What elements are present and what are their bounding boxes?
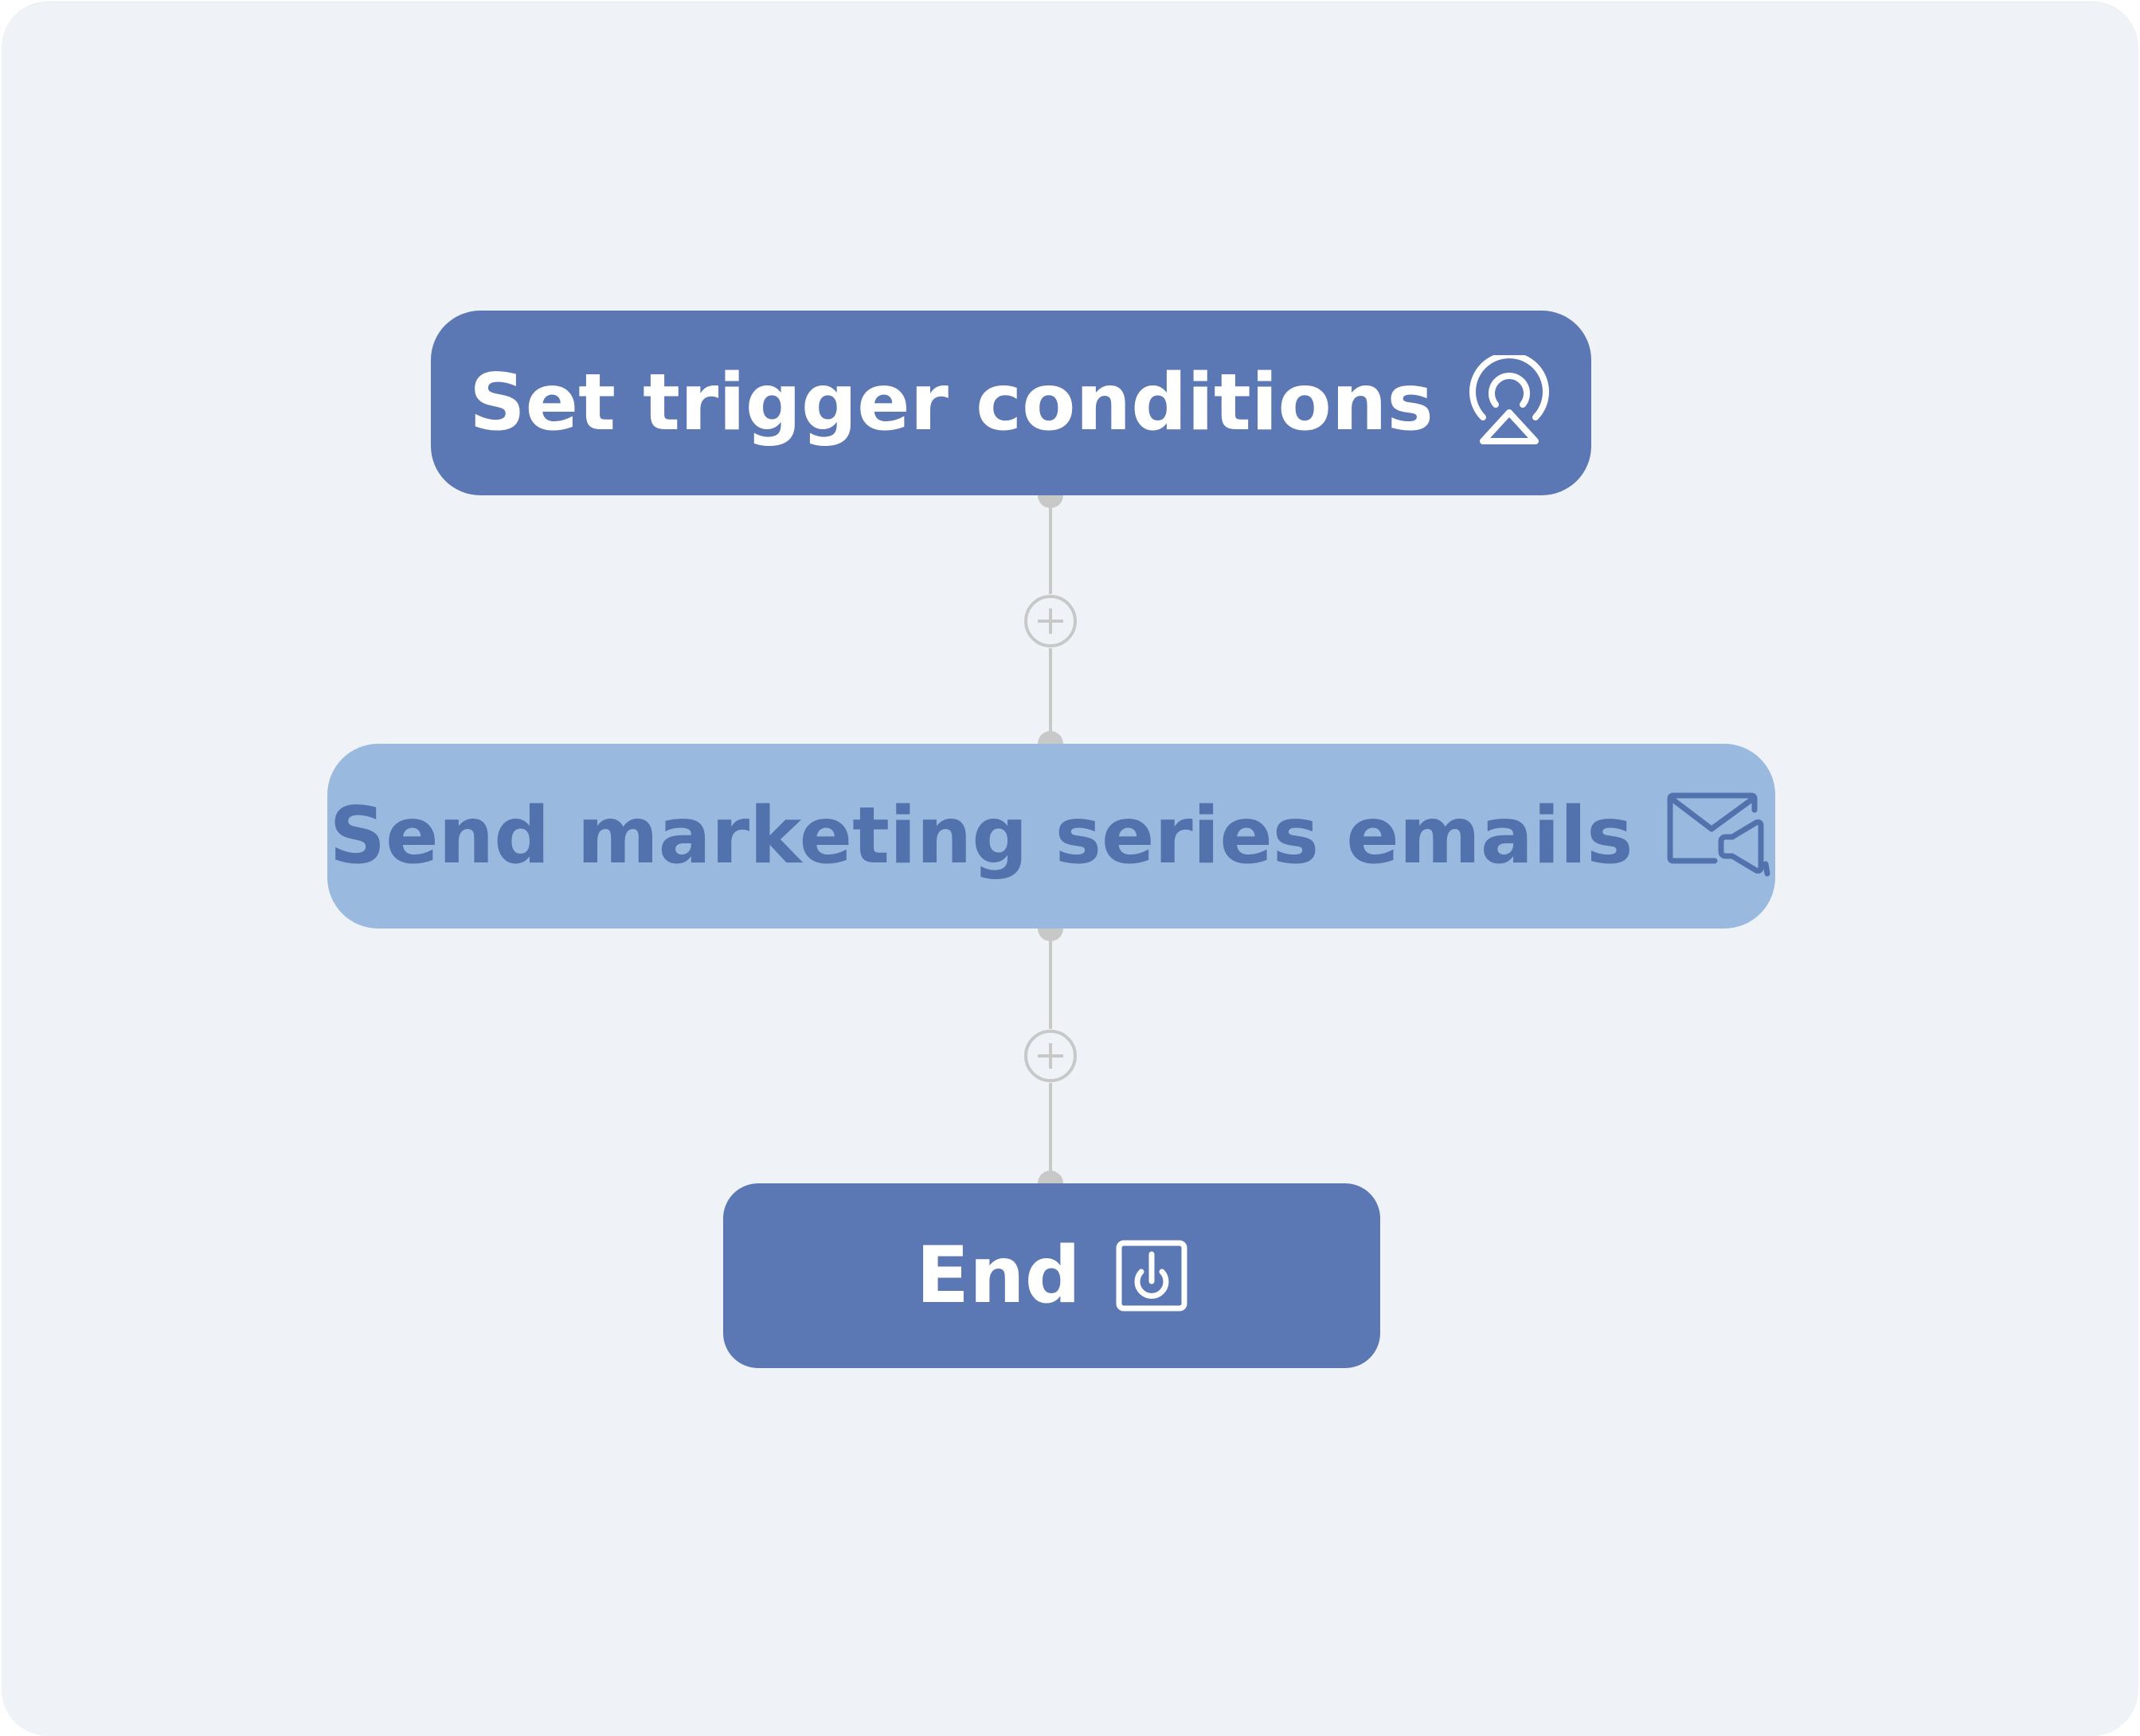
add-step-button-2[interactable] xyxy=(1023,1029,1078,1083)
add-step-button-1[interactable] xyxy=(1023,594,1078,648)
node-label: Set trigger conditions xyxy=(469,358,1434,448)
node-set-trigger-conditions[interactable]: Set trigger conditions xyxy=(431,311,1591,495)
broadcast-user-icon xyxy=(1465,355,1553,451)
plus-circle-icon xyxy=(1024,1030,1077,1082)
node-end[interactable]: End xyxy=(723,1183,1380,1368)
email-megaphone-icon xyxy=(1665,792,1774,880)
node-label: End xyxy=(916,1230,1081,1321)
node-label: Send marketing series emails xyxy=(329,791,1633,882)
plus-circle-icon xyxy=(1024,595,1077,647)
power-icon xyxy=(1116,1240,1187,1312)
node-send-marketing-emails[interactable]: Send marketing series emails xyxy=(327,744,1775,929)
